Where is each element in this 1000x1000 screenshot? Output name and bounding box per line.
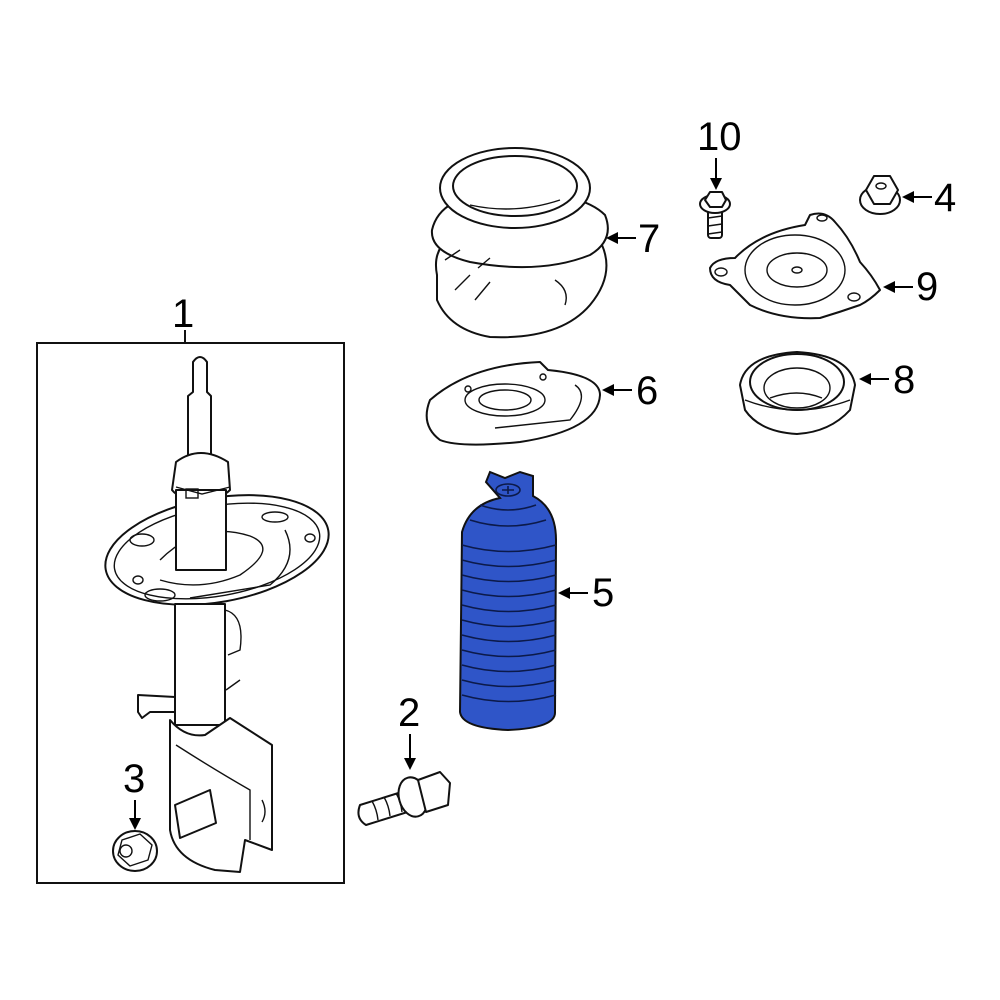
spring-insulator-6-part[interactable]	[425, 361, 601, 446]
callout-6[interactable]: 6	[636, 369, 658, 413]
dust-boot-5-part[interactable]	[458, 470, 558, 732]
callout-2[interactable]: 2	[398, 691, 420, 735]
nut-4-part[interactable]	[859, 175, 901, 215]
nut-3-part[interactable]	[112, 830, 158, 872]
bearing-8-part[interactable]	[739, 351, 856, 435]
bolt-10-part[interactable]	[699, 191, 731, 239]
callout-10[interactable]: 10	[697, 115, 742, 159]
callout-8[interactable]: 8	[893, 358, 915, 402]
coil-spring-7-part[interactable]	[430, 147, 609, 339]
bolt-2-part[interactable]	[357, 771, 451, 826]
callout-4[interactable]: 4	[934, 176, 956, 220]
callout-7[interactable]: 7	[638, 217, 660, 261]
strut-assembly-group-box	[36, 330, 345, 884]
strut-assembly-part[interactable]	[97, 356, 338, 873]
strut-mount-9-part[interactable]	[709, 212, 881, 320]
callout-5[interactable]: 5	[592, 571, 614, 615]
callout-9[interactable]: 9	[916, 265, 938, 309]
callout-1[interactable]: 1	[172, 292, 194, 336]
callout-3[interactable]: 3	[123, 757, 145, 801]
